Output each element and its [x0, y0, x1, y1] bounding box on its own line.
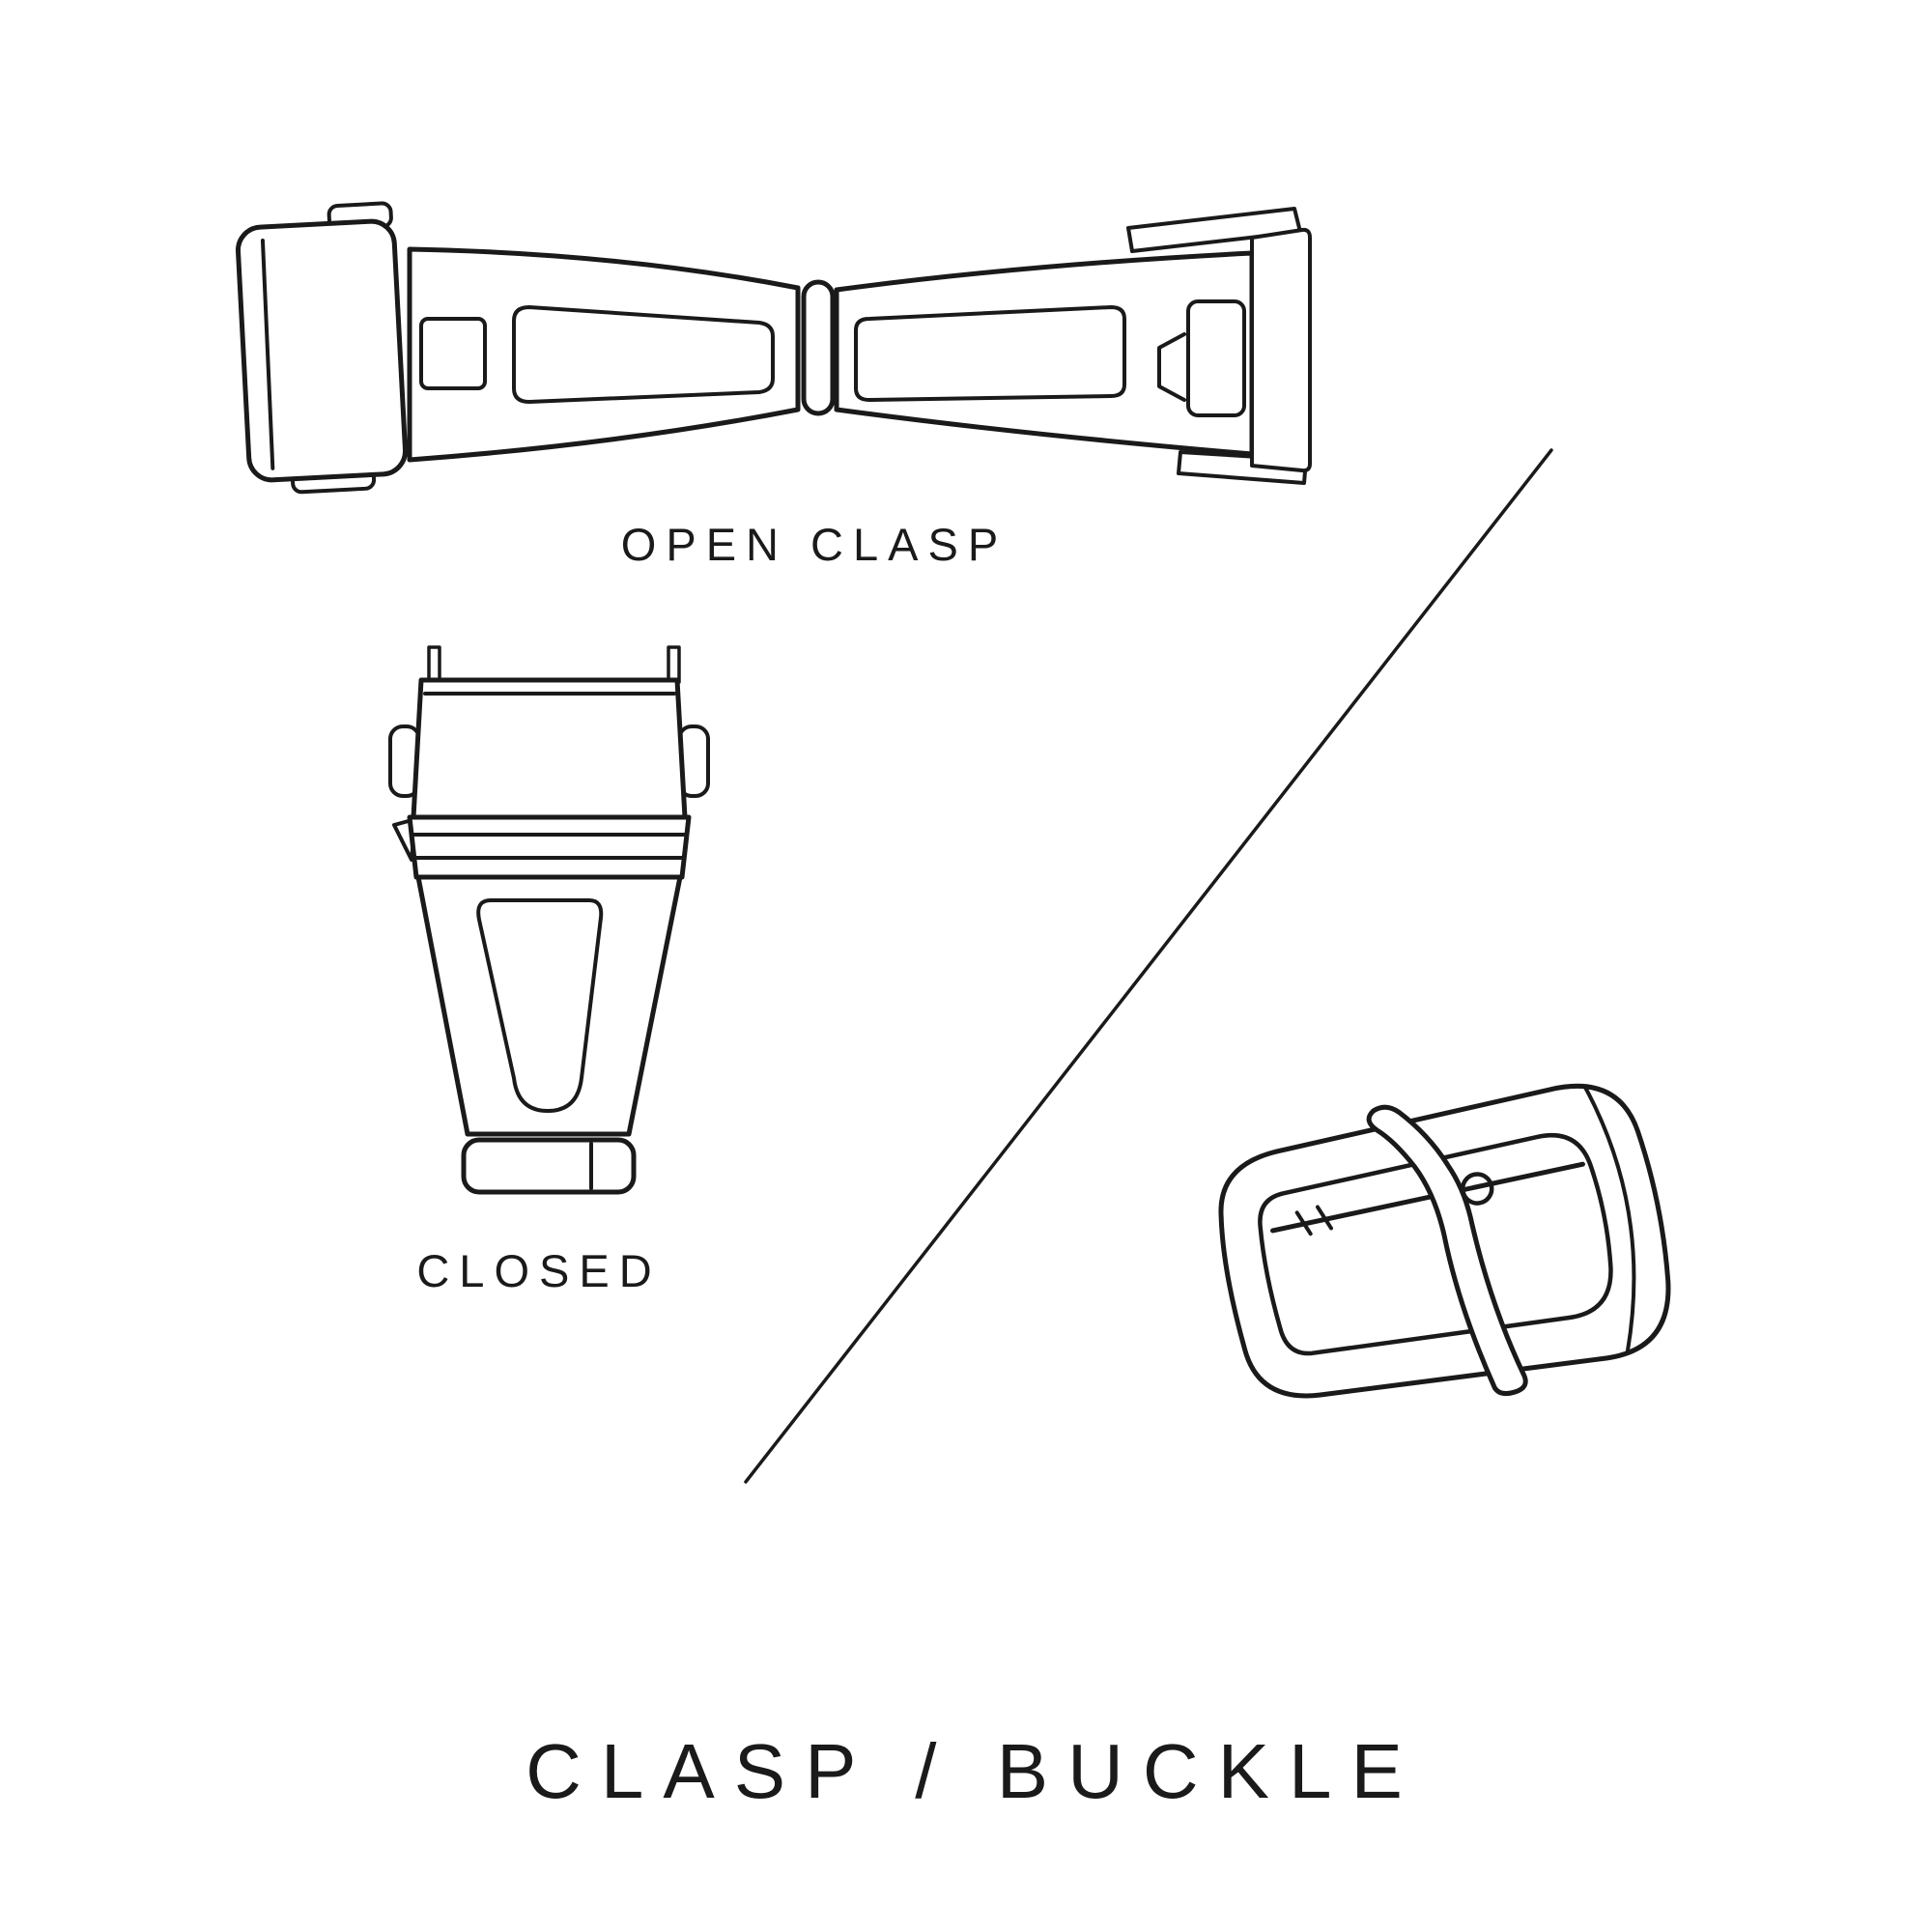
closed-label: CLOSED — [416, 1245, 662, 1296]
buckle-illustration — [1218, 1083, 1671, 1399]
open-clasp-illustration — [235, 201, 1312, 495]
closed-clasp-illustration — [388, 645, 710, 1195]
open-clasp-label: OPEN CLASP — [620, 519, 1009, 570]
divider-line — [744, 448, 1553, 1484]
page-title: CLASP / BUCKLE — [526, 1728, 1422, 1814]
